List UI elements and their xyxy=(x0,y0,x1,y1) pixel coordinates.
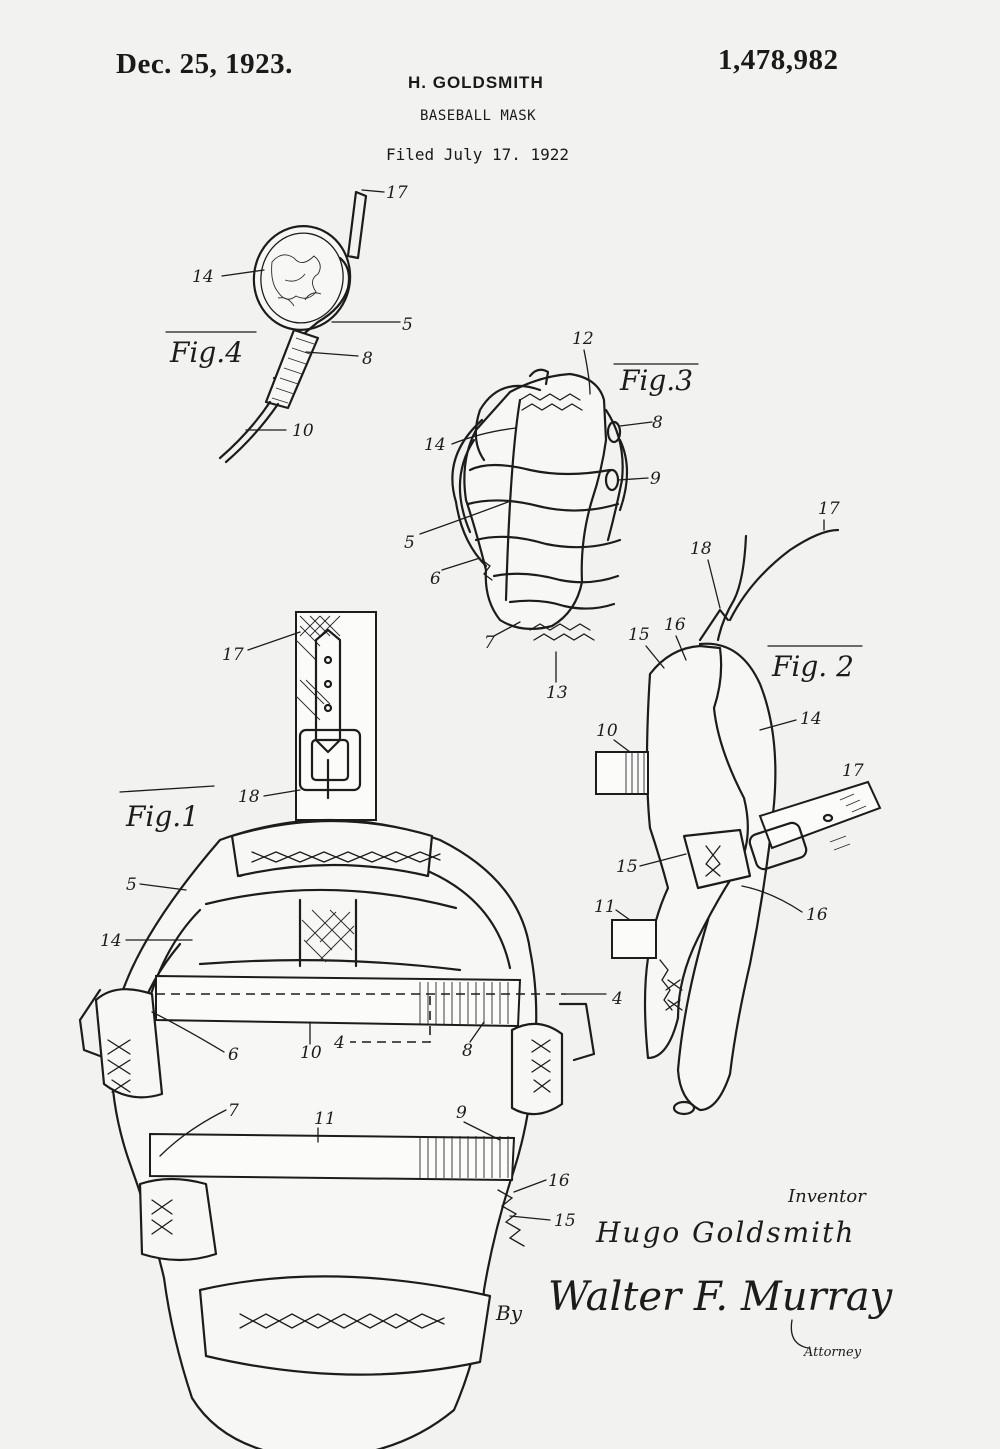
fig1-leader-9 xyxy=(463,1121,501,1141)
fig3-ref-9: 9 xyxy=(650,469,661,489)
patent-date: Dec. 25, 1923. xyxy=(116,48,293,80)
fig3-label: Fig.3 xyxy=(619,364,693,397)
fig1-leader-16 xyxy=(513,1179,547,1193)
fig3-leader-9 xyxy=(617,477,649,481)
attorney-label: Attorney xyxy=(803,1345,862,1360)
fig1-ref-14: 14 xyxy=(100,931,122,951)
inventor-heading: Inventor xyxy=(787,1186,867,1207)
fig1-leader-7 xyxy=(159,1109,227,1157)
fig1-ref-17: 17 xyxy=(222,645,244,665)
patent-number: 1,478,982 xyxy=(718,44,839,76)
fig1-leader-5 xyxy=(139,883,187,891)
fig1-ref-6: 6 xyxy=(228,1045,239,1065)
fig1-ref-8: 8 xyxy=(462,1041,473,1061)
fig2-ref-17: 17 xyxy=(818,499,840,519)
fig1-ref-5: 5 xyxy=(126,875,137,895)
fig4-ref-14: 14 xyxy=(192,267,214,287)
fig1-label-rule xyxy=(119,785,215,793)
fig3-ref-8: 8 xyxy=(652,413,663,433)
by-prefix: By xyxy=(495,1301,523,1325)
fig2-leader-16a xyxy=(675,635,687,661)
attorney-signature: Walter F. Murray xyxy=(548,1274,894,1320)
fig1-ref-10: 10 xyxy=(300,1043,322,1063)
attorney-flourish xyxy=(790,1319,809,1349)
fig1-ref-9: 9 xyxy=(456,1103,467,1123)
fig2-leader-15b xyxy=(639,853,687,867)
fig4-leader-17 xyxy=(361,189,385,193)
fig3-leader-12 xyxy=(583,349,591,395)
fig3-leader-7 xyxy=(493,621,521,637)
fig2-ref-10: 10 xyxy=(596,721,618,741)
fig3-leader-8 xyxy=(619,421,653,427)
fig3-ref-7: 7 xyxy=(484,633,495,653)
fig3-leader-6 xyxy=(441,557,481,571)
fig1-leader-8 xyxy=(469,1021,485,1043)
fig1-label: Fig.1 xyxy=(125,800,199,833)
fig2-ref-16b: 16 xyxy=(806,905,828,925)
fig2-ref-16a: 16 xyxy=(664,615,686,635)
fig2-ref-18: 18 xyxy=(690,539,712,559)
fig4-ref-8: 8 xyxy=(362,349,373,369)
fig1-ref-4a: 4 xyxy=(333,1033,345,1053)
fig4-ref-17: 17 xyxy=(386,183,408,203)
fig1-leader-6 xyxy=(151,1011,225,1053)
fig2-leader-10 xyxy=(613,739,631,753)
fig2-leader-18 xyxy=(707,559,721,609)
fig1-leader-17 xyxy=(247,631,301,651)
fig1-ref-15: 15 xyxy=(554,1211,576,1231)
fig4-leader-8 xyxy=(305,351,359,357)
fig3-ref-6: 6 xyxy=(430,569,441,589)
fig3-leader-5 xyxy=(419,501,509,535)
fig2-ref-17b: 17 xyxy=(842,761,864,781)
fig3-ref-12: 12 xyxy=(572,329,594,349)
fig4-leader-14 xyxy=(221,269,265,277)
fig1-leader-15 xyxy=(509,1215,551,1221)
inventor-name: H. GOLDSMITH xyxy=(408,73,544,92)
fig2-leader-11 xyxy=(615,909,631,921)
fig2-ref-11: 11 xyxy=(594,897,616,917)
fig2-leader-16b xyxy=(741,885,803,913)
fig3-ref-5: 5 xyxy=(404,533,415,553)
fig1-ref-7: 7 xyxy=(228,1101,239,1121)
filing-date: Filed July 17. 1922 xyxy=(386,145,570,164)
fig4-label: Fig.4 xyxy=(169,336,243,369)
fig4-drawing xyxy=(218,190,368,464)
patent-title: BASEBALL MASK xyxy=(420,108,537,124)
fig2-drawing xyxy=(595,528,882,1116)
fig3-ref-13: 13 xyxy=(546,683,568,703)
fig1-leader-18 xyxy=(263,789,301,797)
fig2-leader-14 xyxy=(759,719,797,731)
inventor-signature: Hugo Goldsmith xyxy=(595,1216,855,1249)
fig2-ref-14: 14 xyxy=(800,709,822,729)
fig2-ref-15a: 15 xyxy=(628,625,650,645)
fig2-leader-15a xyxy=(645,645,665,669)
fig4-ref-5: 5 xyxy=(402,315,413,335)
fig2-ref-15b: 15 xyxy=(616,857,638,877)
fig1-drawing xyxy=(78,611,607,1449)
fig3-drawing xyxy=(451,368,629,641)
fig3-ref-14: 14 xyxy=(424,435,446,455)
fig1-ref-18: 18 xyxy=(238,787,260,807)
fig1-ref-16: 16 xyxy=(548,1171,570,1191)
fig1-ref-4b: 4 xyxy=(611,989,623,1009)
fig1-ref-11: 11 xyxy=(314,1109,336,1129)
fig2-label: Fig. 2 xyxy=(771,650,854,683)
fig4-ref-10: 10 xyxy=(292,421,314,441)
fig3-leader-14 xyxy=(451,427,517,445)
